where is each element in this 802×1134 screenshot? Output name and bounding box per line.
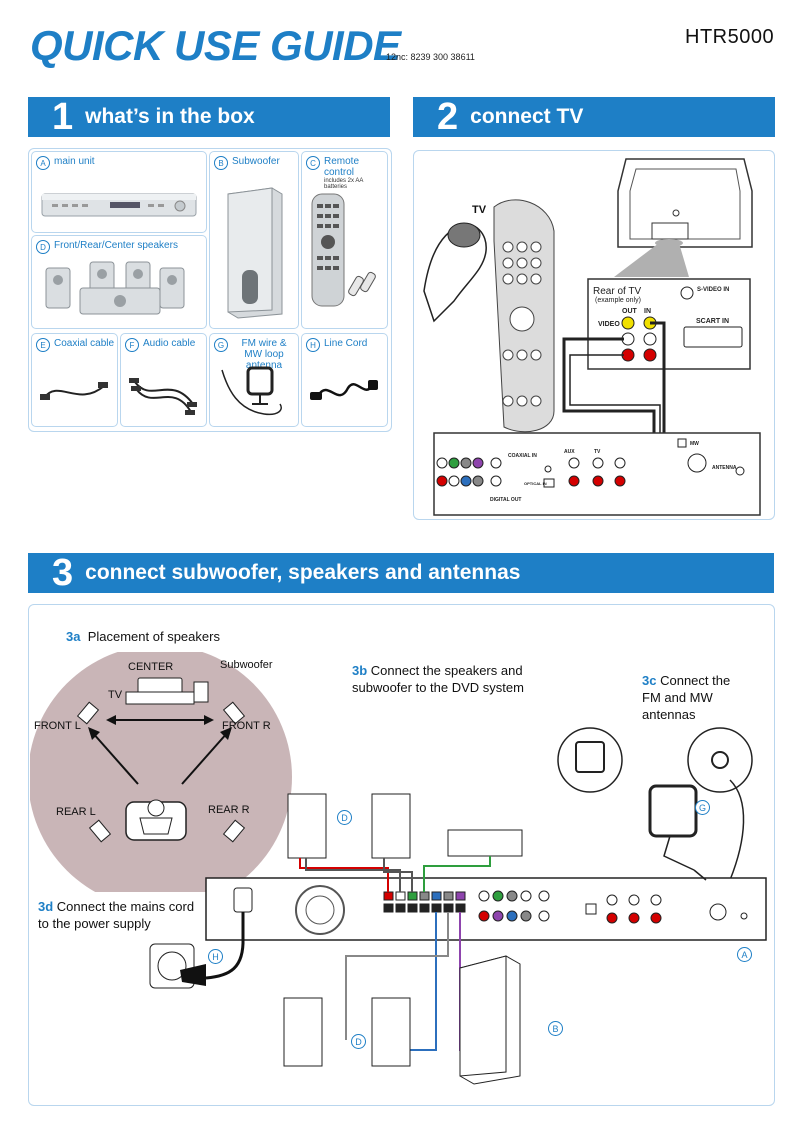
item-label: main unit	[54, 156, 95, 167]
item-letter: G	[214, 338, 228, 352]
coaxial-in-label: COAXIAL IN	[508, 453, 537, 459]
marker-b: B	[548, 1021, 563, 1036]
subwoofer-image	[227, 187, 283, 319]
section1-label: what’s in the box	[85, 105, 255, 128]
step-3b-caption: 3b Connect the speakers and subwoofer to…	[352, 662, 532, 696]
marker-d-top: D	[337, 810, 352, 825]
optical-in-label: OPTICAL IN	[524, 481, 547, 486]
item-label: Line Cord	[324, 338, 368, 349]
scart-label: SCART IN	[696, 318, 729, 325]
tv-input-label: TV	[594, 449, 601, 455]
step-3c-caption: 3c Connect the FM and MW antennas	[642, 672, 752, 723]
main-unit-image	[41, 193, 197, 217]
item-label: Remote control	[324, 156, 360, 178]
item-letter: H	[306, 338, 320, 352]
section1-number: 1	[52, 95, 74, 138]
section1-header: 1 what’s in the box	[28, 95, 390, 138]
aux-label: AUX	[564, 449, 575, 455]
speaker-placement-diagram	[30, 652, 292, 892]
antenna-label: ANTENNA	[712, 465, 737, 471]
placement-center-label: CENTER	[128, 661, 174, 673]
step-3d-number: 3d	[38, 899, 54, 914]
item-line-cord: H Line Cord	[301, 333, 388, 427]
connect-tv-diagram: Rear of TV (example only) OUT IN VIDEO S…	[423, 158, 761, 516]
example-label: (example only)	[595, 297, 641, 304]
step-3a-caption: 3a Placement of speakers	[66, 628, 220, 645]
item-letter: D	[36, 240, 50, 254]
section2-header: 2 connect TV	[413, 95, 775, 138]
item-letter: C	[306, 156, 320, 170]
step-3a-number: 3a	[66, 629, 81, 644]
in-label: IN	[644, 308, 651, 315]
section3-header: 3 connect subwoofer, speakers and antenn…	[28, 551, 774, 594]
section3-number: 3	[52, 551, 74, 594]
placement-front-r-label: FRONT R	[222, 720, 271, 732]
item-fm-mw-antenna: G FM wire & MW loop antenna	[209, 333, 299, 427]
placement-front-l-label: FRONT L	[34, 720, 81, 732]
audio-cable-image	[129, 378, 197, 415]
step-3d-caption: 3d Connect the mains cord to the power s…	[38, 898, 198, 932]
step-3c-number: 3c	[642, 673, 657, 688]
item-audio-cable: F Audio cable	[120, 333, 207, 427]
nc-code: 12nc: 8239 300 38611	[386, 52, 475, 62]
placement-tv-label: TV	[108, 689, 123, 701]
step-3c-text: Connect the FM and MW antennas	[642, 673, 731, 722]
speakers-image	[45, 261, 185, 315]
item-label: FM wire & MW loop antenna	[241, 338, 287, 371]
item-letter: F	[125, 338, 139, 352]
section2-label: connect TV	[470, 105, 584, 128]
placement-rear-r-label: REAR R	[208, 804, 250, 816]
item-subwoofer: B Subwoofer	[209, 151, 299, 329]
item-sublabel: includes 2x AA batteries	[324, 178, 364, 190]
digital-out-label: DIGITAL OUT	[490, 497, 521, 503]
item-letter: B	[214, 156, 228, 170]
step-3a-text: Placement of speakers	[87, 629, 220, 644]
mw-label: MW	[690, 441, 699, 447]
placement-subwoofer-label: Subwoofer	[220, 659, 273, 671]
section2-number: 2	[437, 95, 459, 138]
model-number: HTR5000	[685, 26, 775, 48]
tv-button-label: TV	[472, 204, 487, 216]
marker-h: H	[208, 949, 223, 964]
marker-g: G	[695, 800, 710, 815]
item-letter: A	[36, 156, 50, 170]
step-3b-number: 3b	[352, 663, 368, 678]
marker-a: A	[737, 947, 752, 962]
wiring-diagram	[149, 727, 767, 1085]
item-label: Coaxial cable	[54, 338, 115, 349]
video-label: VIDEO	[598, 321, 620, 328]
coaxial-cable-image	[40, 382, 108, 400]
guide-title: QUICK USE GUIDE	[30, 22, 401, 69]
placement-rear-l-label: REAR L	[56, 806, 96, 818]
item-label: Front/Rear/Center speakers	[54, 240, 178, 251]
item-coaxial-cable: E Coaxial cable	[31, 333, 118, 427]
remote-image	[311, 193, 376, 307]
item-label: Subwoofer	[232, 156, 280, 167]
out-label: OUT	[622, 308, 638, 315]
item-letter: E	[36, 338, 50, 352]
svideo-label: S-VIDEO IN	[697, 287, 729, 293]
section3-label: connect subwoofer, speakers and antennas	[85, 561, 521, 584]
line-cord-image	[310, 380, 378, 400]
item-label: Audio cable	[143, 338, 196, 349]
step-3b-text: Connect the speakers and subwoofer to th…	[352, 663, 524, 695]
rear-tv-label: Rear of TV	[593, 286, 641, 297]
item-speakers: D Front/Rear/Center speakers	[31, 235, 207, 329]
step-3d-text: Connect the mains cord to the power supp…	[38, 899, 195, 931]
antenna-image	[221, 366, 282, 416]
marker-d-bottom: D	[351, 1034, 366, 1049]
